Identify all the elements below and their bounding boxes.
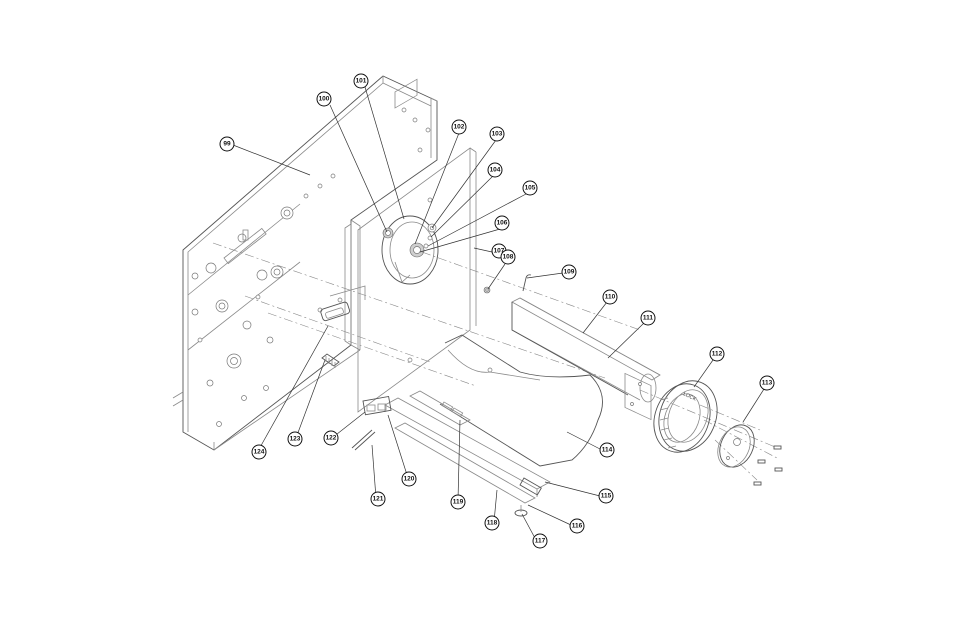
latch-assembly [320, 285, 392, 451]
lock-ring: LOCK [653, 380, 718, 453]
drive-assembly [381, 215, 439, 285]
callout-123: 123 [287, 431, 303, 447]
callout-117: 117 [532, 533, 548, 549]
svg-text:120: 120 [404, 476, 415, 483]
callout-114: 114 [599, 442, 615, 458]
callout-115: 115 [598, 488, 614, 504]
callout-109: 109 [561, 264, 577, 280]
callout-120: 120 [401, 471, 417, 487]
callout-99: 99 [219, 136, 235, 152]
callout-bubbles: 99 100 101 102 103 104 105 106 107 108 1… [219, 73, 775, 549]
svg-text:118: 118 [487, 520, 498, 527]
callout-110: 110 [602, 289, 618, 305]
svg-text:110: 110 [605, 294, 616, 301]
cover-screws [753, 445, 783, 486]
callout-116: 116 [569, 518, 585, 534]
lower-rail-assembly [384, 390, 551, 517]
svg-text:121: 121 [373, 496, 384, 503]
svg-text:111: 111 [643, 315, 654, 322]
svg-text:124: 124 [254, 449, 265, 456]
svg-text:105: 105 [525, 185, 536, 192]
svg-text:123: 123 [290, 436, 301, 443]
callout-105: 105 [522, 180, 538, 196]
svg-text:107: 107 [494, 248, 505, 255]
main-frame-panel [172, 75, 438, 451]
svg-text:119: 119 [453, 499, 464, 506]
curved-guide-plate [439, 334, 603, 467]
svg-text:115: 115 [601, 493, 612, 500]
callout-108: 108 [500, 249, 516, 265]
callout-122: 122 [323, 430, 339, 446]
svg-text:114: 114 [602, 447, 613, 454]
svg-text:104: 104 [490, 167, 501, 174]
svg-text:100: 100 [319, 96, 330, 103]
callout-113: 113 [759, 375, 775, 391]
callout-100: 100 [316, 91, 332, 107]
leader-lines [232, 86, 765, 541]
carriage-plate [357, 147, 477, 413]
callout-104: 104 [487, 162, 503, 178]
svg-text:106: 106 [497, 220, 508, 227]
callout-102: 102 [451, 119, 467, 135]
callout-106: 106 [494, 215, 510, 231]
end-cover [717, 424, 755, 468]
roller-cylinder [511, 297, 661, 421]
svg-text:112: 112 [712, 351, 723, 358]
callout-124: 124 [251, 444, 267, 460]
svg-text:102: 102 [454, 124, 465, 131]
svg-text:117: 117 [535, 538, 546, 545]
callout-119: 119 [450, 494, 466, 510]
svg-text:122: 122 [326, 435, 337, 442]
callout-111: 111 [640, 310, 656, 326]
callout-121: 121 [370, 491, 386, 507]
svg-text:103: 103 [492, 131, 503, 138]
assembly-centerlines [212, 242, 778, 481]
svg-text:99: 99 [223, 141, 231, 148]
svg-text:108: 108 [503, 254, 514, 261]
svg-text:101: 101 [356, 78, 367, 85]
svg-text:109: 109 [564, 269, 575, 276]
callout-118: 118 [484, 515, 500, 531]
ring-marking: LOCK [682, 391, 697, 402]
callout-112: 112 [709, 346, 725, 362]
svg-text:113: 113 [762, 380, 773, 387]
svg-text:116: 116 [572, 523, 583, 530]
callout-101: 101 [353, 73, 369, 89]
callout-103: 103 [489, 126, 505, 142]
